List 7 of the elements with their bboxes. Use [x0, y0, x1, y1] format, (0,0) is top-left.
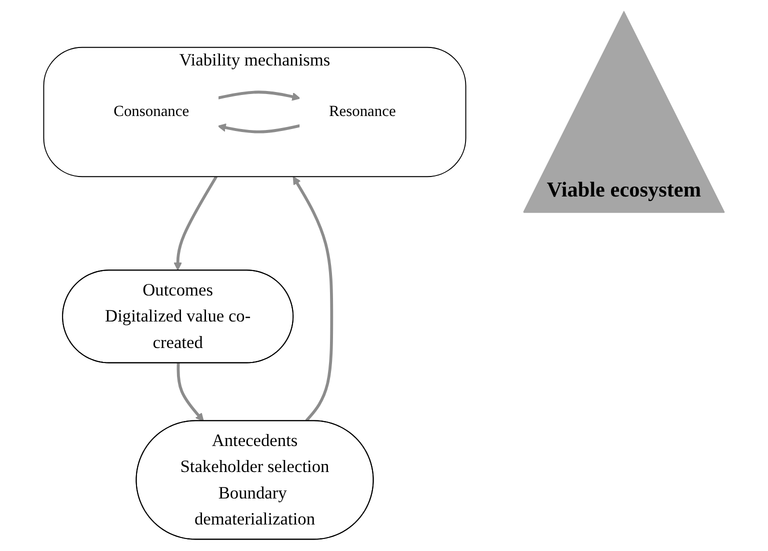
- node-text: Consonance: [114, 103, 190, 120]
- node-text: Resonance: [329, 103, 396, 120]
- arrow: [218, 90, 300, 101]
- arrow: [218, 123, 300, 134]
- arrow: [292, 176, 334, 422]
- arrow: [174, 176, 218, 271]
- arrow: [176, 363, 204, 422]
